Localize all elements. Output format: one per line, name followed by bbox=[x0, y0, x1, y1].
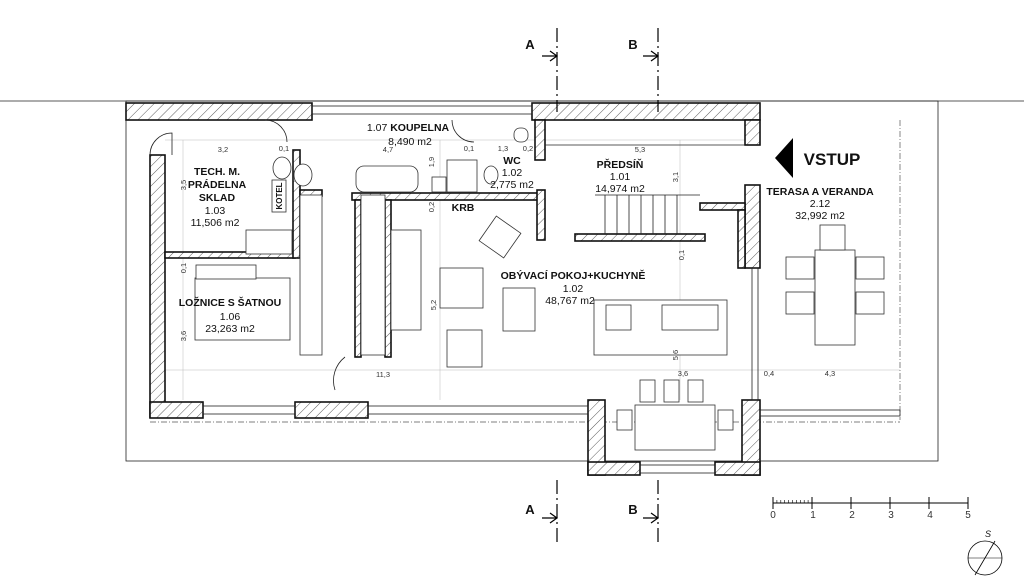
furniture bbox=[149, 119, 885, 451]
scale-label: 1 bbox=[810, 510, 816, 521]
room-area: 2,775 m2 bbox=[490, 179, 534, 191]
dimension: 3,6 bbox=[179, 331, 188, 341]
dimension: 0,1 bbox=[464, 144, 474, 153]
plot-outline bbox=[125, 100, 939, 462]
section-markers: A B A B bbox=[525, 28, 660, 545]
dimension: 5,2 bbox=[429, 300, 438, 310]
room-number: 1.06 bbox=[220, 311, 241, 323]
scale-label: 2 bbox=[849, 510, 855, 521]
room-number: 2.12 bbox=[810, 198, 831, 210]
room-area: 8,490 m2 bbox=[388, 136, 432, 148]
dimension: 1,3 bbox=[498, 144, 508, 153]
room-title: SKLAD bbox=[199, 192, 236, 204]
north-label: S bbox=[985, 529, 991, 539]
scale-label: 0 bbox=[770, 510, 776, 521]
dimension: 3,6 bbox=[678, 369, 688, 378]
section-arrow-icon bbox=[643, 50, 660, 62]
room-title: WC bbox=[503, 155, 521, 167]
dimension-labels: 3,2 0,1 4,7 0,1 1,3 0,2 1,9 0,2 3,5 5,3 … bbox=[179, 144, 835, 379]
room-number: 1.01 bbox=[610, 171, 631, 183]
section-label-a: A bbox=[525, 502, 535, 517]
north-arrow-icon: S bbox=[967, 529, 1003, 576]
room-loznice: LOŽNICE S ŠATNOU 1.06 23,263 m2 bbox=[179, 296, 281, 335]
dimension: 4,3 bbox=[825, 369, 835, 378]
dimension: 1,9 bbox=[427, 157, 436, 167]
section-arrow-icon bbox=[643, 512, 660, 524]
room-title: TECH. M. bbox=[194, 166, 240, 178]
entrance-label: VSTUP bbox=[804, 150, 861, 169]
entrance-marker: VSTUP bbox=[775, 138, 860, 178]
room-number: 1.02 bbox=[502, 167, 523, 179]
dimension: 4,7 bbox=[383, 145, 393, 154]
room-koupelna: 1.07 KOUPELNA 8,490 m2 bbox=[367, 122, 450, 148]
room-number: 1.03 bbox=[205, 205, 226, 217]
room-obyvaci: OBÝVACÍ POKOJ+KUCHYNĚ 1.02 48,767 m2 bbox=[501, 269, 646, 307]
scale-bar: 0 1 2 3 4 5 bbox=[770, 497, 971, 521]
dimension: 3,1 bbox=[671, 172, 680, 182]
room-area: 14,974 m2 bbox=[595, 183, 645, 195]
room-area: 11,506 m2 bbox=[191, 217, 240, 229]
section-arrow-icon bbox=[542, 50, 559, 62]
section-label-b: B bbox=[628, 37, 637, 52]
room-area: 32,992 m2 bbox=[795, 210, 845, 222]
room-tech: TECH. M. PRÁDELNA SKLAD 1.03 11,506 m2 K… bbox=[188, 166, 284, 229]
room-area: 23,263 m2 bbox=[205, 323, 255, 335]
dimension: 3,5 bbox=[179, 180, 188, 190]
section-label-b: B bbox=[628, 502, 637, 517]
dimension: 0,1 bbox=[179, 263, 188, 273]
room-title: PŘEDSÍŇ bbox=[597, 158, 644, 171]
room-terasa: TERASA A VERANDA 2.12 32,992 m2 bbox=[766, 186, 874, 222]
room-title: 1.07 KOUPELNA bbox=[367, 122, 450, 134]
room-wc: WC 1.02 2,775 m2 bbox=[490, 155, 534, 191]
windows bbox=[202, 105, 901, 474]
scale-label: 5 bbox=[965, 510, 971, 521]
section-label-a: A bbox=[525, 37, 535, 52]
room-title: LOŽNICE S ŠATNOU bbox=[179, 296, 281, 309]
section-arrow-icon bbox=[542, 512, 559, 524]
kotel-label: KOTEL bbox=[275, 182, 284, 209]
dimension: 0,4 bbox=[764, 369, 774, 378]
room-area: 48,767 m2 bbox=[545, 295, 595, 307]
room-title: TERASA A VERANDA bbox=[766, 186, 874, 198]
arrow-left-icon bbox=[775, 138, 793, 178]
dimension: 0,1 bbox=[677, 250, 686, 260]
dimension: 5,6 bbox=[671, 350, 680, 360]
scale-label: 3 bbox=[888, 510, 894, 521]
dimension: 5,3 bbox=[635, 145, 645, 154]
dimension: 0,1 bbox=[279, 144, 289, 153]
room-title: PRÁDELNA bbox=[188, 178, 247, 191]
room-number: 1.02 bbox=[563, 283, 584, 295]
scale-label: 4 bbox=[927, 510, 933, 521]
dimension: 0,2 bbox=[523, 144, 533, 153]
dimension: 0,2 bbox=[427, 202, 436, 212]
dimension: 3,2 bbox=[218, 145, 228, 154]
krb-label: KRB bbox=[452, 202, 475, 214]
room-predsin: PŘEDSÍŇ 1.01 14,974 m2 bbox=[595, 158, 645, 195]
room-title: OBÝVACÍ POKOJ+KUCHYNĚ bbox=[501, 269, 646, 282]
dimension: 11,3 bbox=[376, 370, 390, 379]
